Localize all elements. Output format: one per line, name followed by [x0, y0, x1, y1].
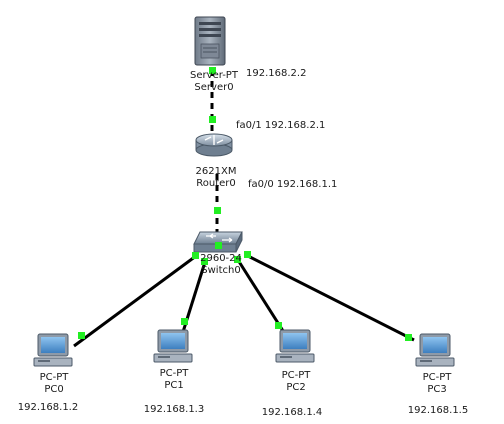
link-light-switch0-pc0 — [192, 252, 199, 259]
server0-ip-label: 192.168.2.2 — [246, 68, 307, 79]
pc1-model-label: PC-PT — [159, 368, 189, 379]
link-light-pc3 — [405, 334, 412, 341]
link-light-pc2 — [275, 322, 282, 329]
pc2-name-label: PC2 — [286, 382, 306, 393]
switch0-model-label: 2960-24 — [200, 253, 242, 264]
router0-fa01-label: fa0/1 192.168.2.1 — [236, 120, 326, 131]
router0-name-label: Router0 — [196, 178, 236, 189]
cables — [73, 70, 415, 348]
pc0-model-label: PC-PT — [39, 372, 69, 383]
server0-model-label: Server-PT — [190, 70, 238, 81]
pc2-model-label: PC-PT — [281, 370, 311, 381]
router0-model-label: 2621XM — [195, 166, 237, 177]
cable-switch0-pc0[interactable] — [73, 254, 197, 348]
pc1-name-label: PC1 — [164, 380, 184, 391]
link-light-switch0-uplink — [215, 242, 222, 249]
cable-switch0-pc2[interactable] — [236, 259, 287, 335]
switch0-name-label: Switch0 — [201, 265, 241, 276]
link-light-switch0-pc3 — [244, 251, 251, 258]
pc1-icon[interactable] — [153, 329, 193, 363]
link-light-router0-fa00 — [214, 207, 221, 214]
pc0-name-label: PC0 — [44, 384, 64, 395]
link-light-switch0-pc1 — [201, 258, 208, 265]
pc0-icon[interactable] — [33, 333, 73, 367]
router0-fa00-label: fa0/0 192.168.1.1 — [248, 179, 338, 190]
pc3-name-label: PC3 — [427, 384, 447, 395]
server-icon[interactable] — [194, 16, 226, 66]
link-light-pc1 — [181, 318, 188, 325]
link-light-server0 — [209, 67, 216, 74]
link-light-router0-fa01 — [209, 116, 216, 123]
pc2-ip-label: 192.168.1.4 — [261, 407, 323, 418]
router-icon[interactable] — [195, 133, 233, 157]
server0-name-label: Server0 — [194, 82, 234, 93]
pc2-icon[interactable] — [275, 329, 315, 363]
link-status-lights — [78, 67, 412, 341]
link-light-switch0-pc2 — [234, 256, 241, 263]
pc3-ip-label: 192.168.1.5 — [407, 405, 469, 416]
pc3-icon[interactable] — [415, 333, 455, 367]
cable-switch0-pc3[interactable] — [247, 254, 415, 342]
link-light-pc0 — [78, 332, 85, 339]
pc1-ip-label: 192.168.1.3 — [143, 404, 205, 415]
pc3-model-label: PC-PT — [422, 372, 452, 383]
pc0-ip-label: 192.168.1.2 — [17, 402, 79, 413]
